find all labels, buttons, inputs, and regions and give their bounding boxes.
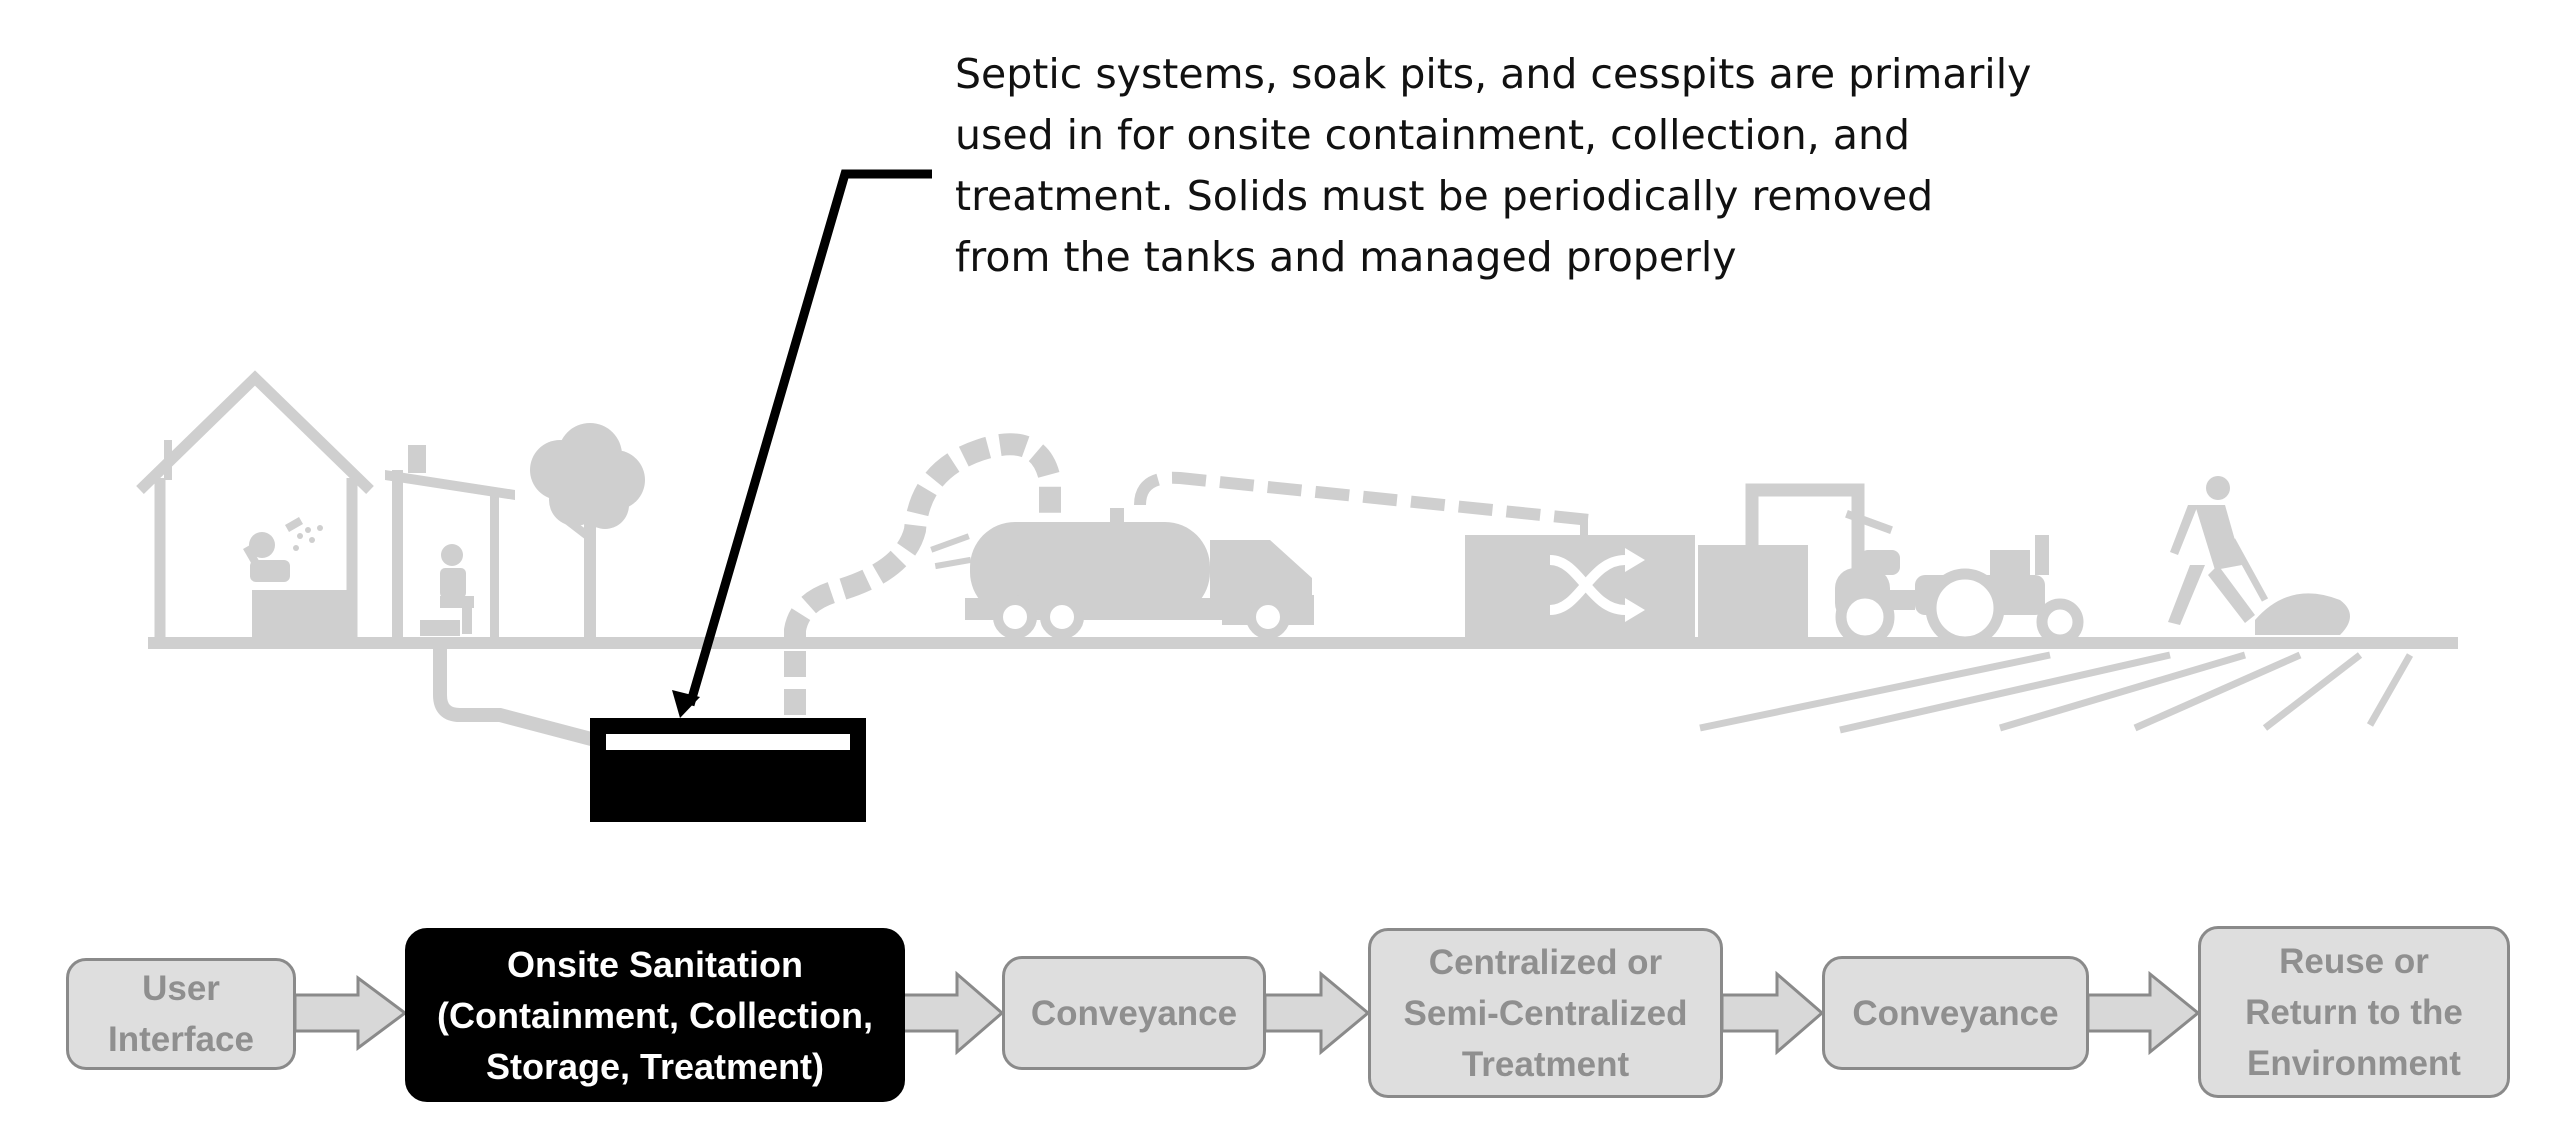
step-reuse-return: Reuse or Return to the Environment	[2198, 926, 2510, 1098]
callout-line: used in for onsite containment, collecti…	[955, 111, 1910, 159]
shower-icon	[243, 517, 347, 638]
vacuum-truck-icon	[930, 508, 1314, 625]
tree-icon	[530, 423, 645, 637]
step-label: Conveyance	[1030, 993, 1238, 1033]
callout-line: from the tanks and managed properly	[955, 233, 1737, 281]
step-user-interface: User Interface	[66, 958, 296, 1070]
step-label: Conveyance	[1852, 993, 2059, 1033]
arrow-connector	[2086, 970, 2201, 1056]
outhouse-icon	[385, 445, 515, 637]
septic-tank-icon	[590, 718, 866, 822]
step-label: Semi-Centralized	[1403, 993, 1688, 1033]
drain-pipe	[433, 648, 597, 747]
step-onsite-sanitation: Onsite Sanitation (Containment, Collecti…	[405, 928, 905, 1102]
step-label: (Containment, Collection,	[437, 994, 873, 1036]
step-label: Reuse or	[2279, 941, 2429, 981]
step-label: Onsite Sanitation	[506, 943, 804, 985]
callout-arrow	[672, 169, 932, 718]
step-label: User	[142, 969, 220, 1008]
tractor-wheels	[1835, 568, 2084, 648]
truck-wheels	[993, 595, 1290, 639]
transfer-hose	[1134, 471, 1591, 526]
farmer-icon	[2168, 476, 2350, 635]
callout-line: treatment. Solids must be periodically r…	[955, 172, 1934, 220]
step-label: Storage, Treatment)	[485, 1045, 825, 1087]
step-label: Interface	[108, 1020, 254, 1059]
flow-arrows	[293, 970, 2201, 1056]
vacuum-hose-icon	[784, 433, 1061, 715]
step-label: Environment	[2247, 1043, 2461, 1083]
field-furrows-icon	[1699, 651, 2414, 734]
step-label: Centralized or	[1428, 942, 1663, 982]
arrow-connector	[293, 975, 408, 1051]
ground-line	[148, 637, 2458, 649]
step-centralized-treatment: Centralized or Semi-Centralized Treatmen…	[1368, 928, 1723, 1098]
step-conveyance-1: Conveyance	[1002, 956, 1266, 1070]
callout-line: Septic systems, soak pits, and cesspits …	[955, 50, 2032, 98]
step-label: Return to the	[2245, 992, 2463, 1032]
arrow-connector	[1720, 970, 1825, 1056]
step-label: Treatment	[1461, 1044, 1630, 1084]
treatment-arrows-icon	[1549, 548, 1645, 622]
step-conveyance-2: Conveyance	[1822, 956, 2089, 1070]
house-icon	[136, 370, 374, 637]
callout-text: Septic systems, soak pits, and cesspits …	[955, 44, 2035, 288]
treatment-plant-icon	[1465, 483, 1865, 637]
arrow-connector	[1263, 970, 1371, 1056]
arrow-connector	[901, 970, 1005, 1056]
